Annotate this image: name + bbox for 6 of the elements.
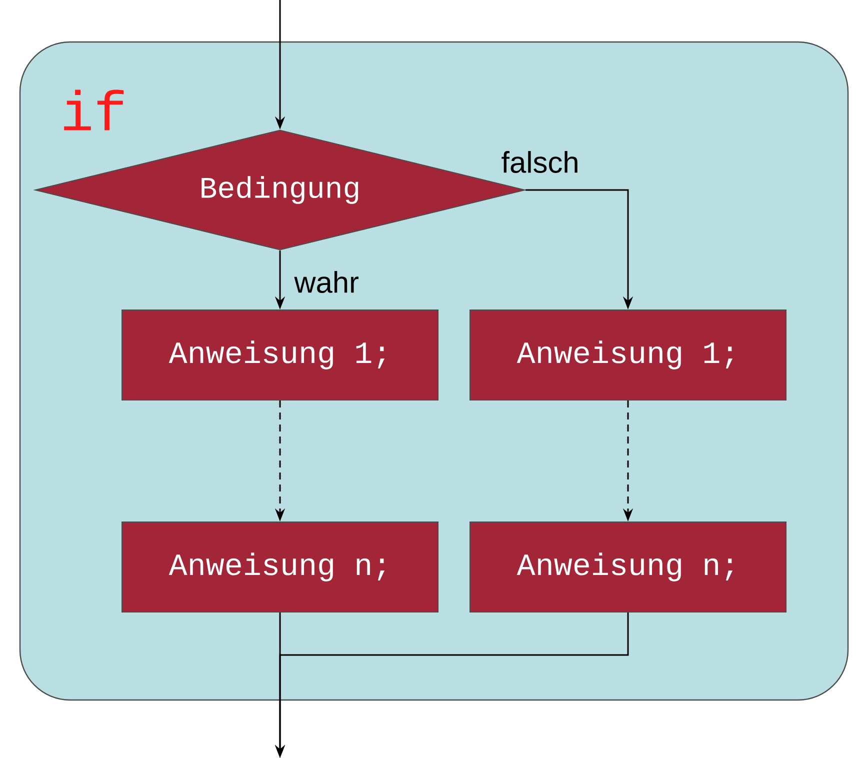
statement-box: Anweisung n; [470, 522, 786, 612]
statement-box: Anweisung 1; [470, 310, 786, 400]
statement-box: Anweisung n; [122, 522, 438, 612]
edge-label: wahr [294, 271, 358, 293]
heading: if [64, 90, 124, 130]
statement-box: Anweisung 1; [122, 310, 438, 400]
